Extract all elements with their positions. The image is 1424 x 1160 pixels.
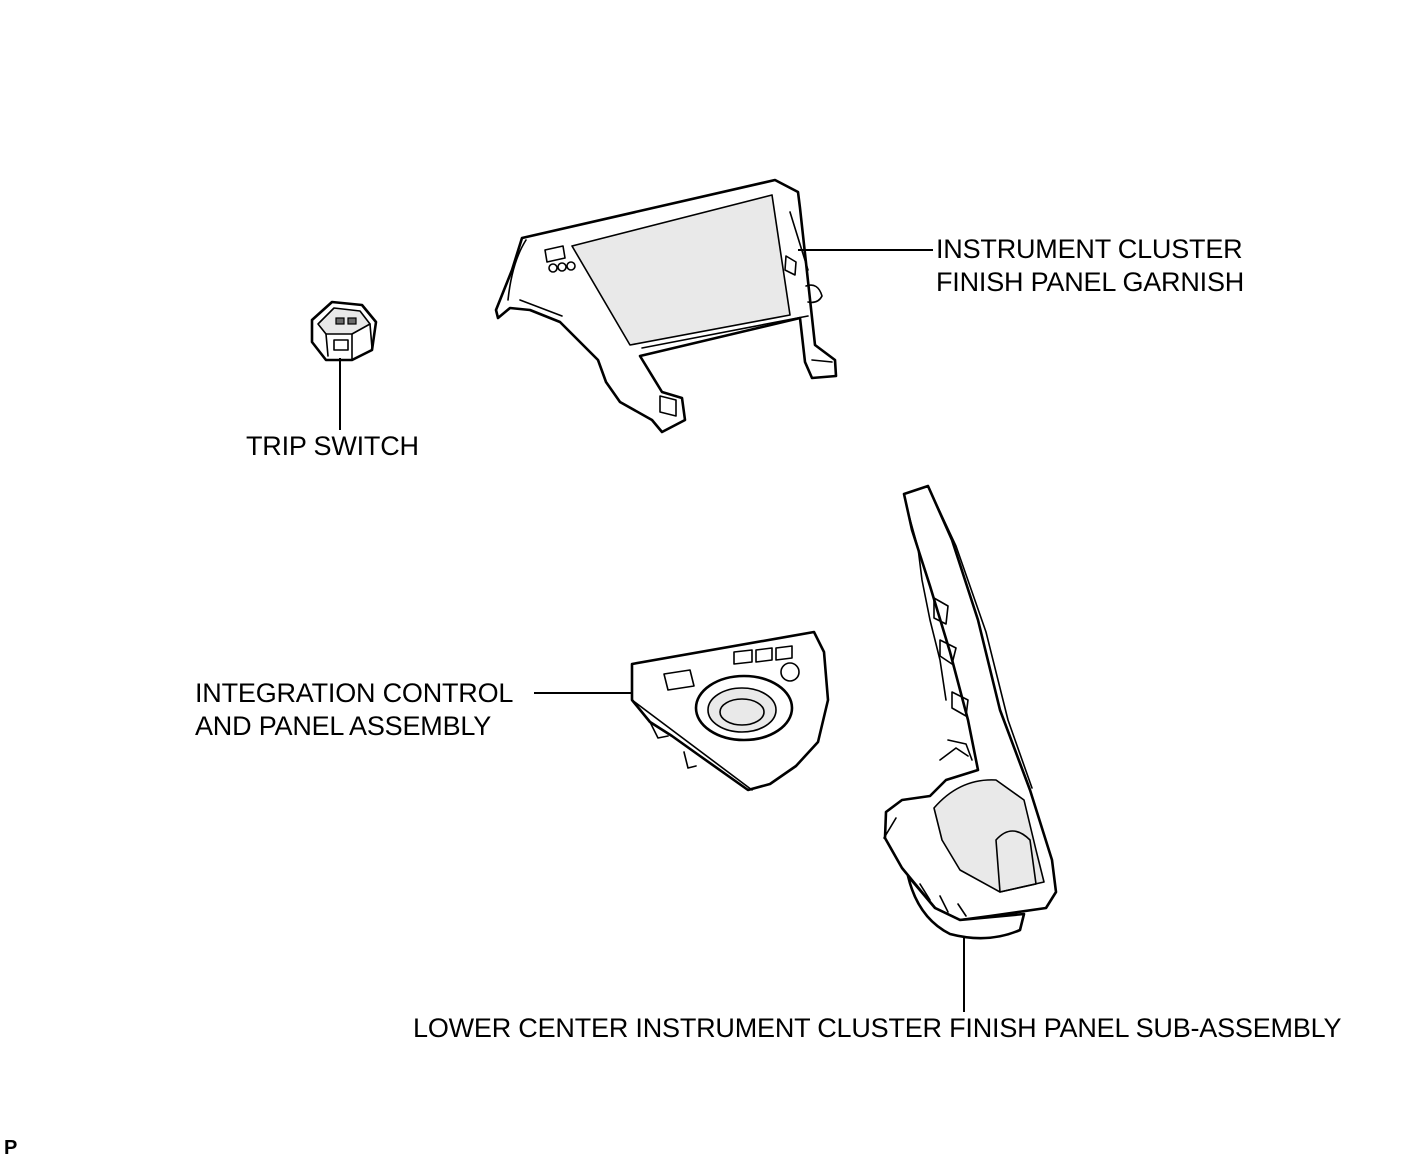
- label-instrument-cluster-finish-panel-garnish: INSTRUMENT CLUSTER FINISH PANEL GARNISH: [936, 233, 1244, 299]
- lower-center-instrument-cluster-finish-panel-sub-assembly: [883, 484, 1058, 940]
- label-line: TRIP SWITCH: [246, 431, 419, 461]
- label-line: INSTRUMENT CLUSTER: [936, 234, 1243, 264]
- label-line: LOWER CENTER INSTRUMENT CLUSTER FINISH P…: [413, 1013, 1342, 1043]
- label-line: AND PANEL ASSEMBLY: [195, 711, 492, 741]
- integration-control-and-panel-assembly: [630, 630, 830, 792]
- label-integration-control-and-panel-assembly: INTEGRATION CONTROL AND PANEL ASSEMBLY: [195, 677, 513, 743]
- instrument-cluster-finish-panel-garnish: [494, 178, 838, 434]
- corner-code-label: P: [4, 1137, 18, 1159]
- label-line: FINISH PANEL GARNISH: [936, 267, 1245, 297]
- label-line: INTEGRATION CONTROL: [195, 678, 514, 708]
- trip-switch: [310, 300, 378, 362]
- label-lower-center-instrument-cluster-finish-panel-sub-assembly: LOWER CENTER INSTRUMENT CLUSTER FINISH P…: [413, 1012, 1341, 1045]
- label-trip-switch: TRIP SWITCH: [246, 430, 419, 463]
